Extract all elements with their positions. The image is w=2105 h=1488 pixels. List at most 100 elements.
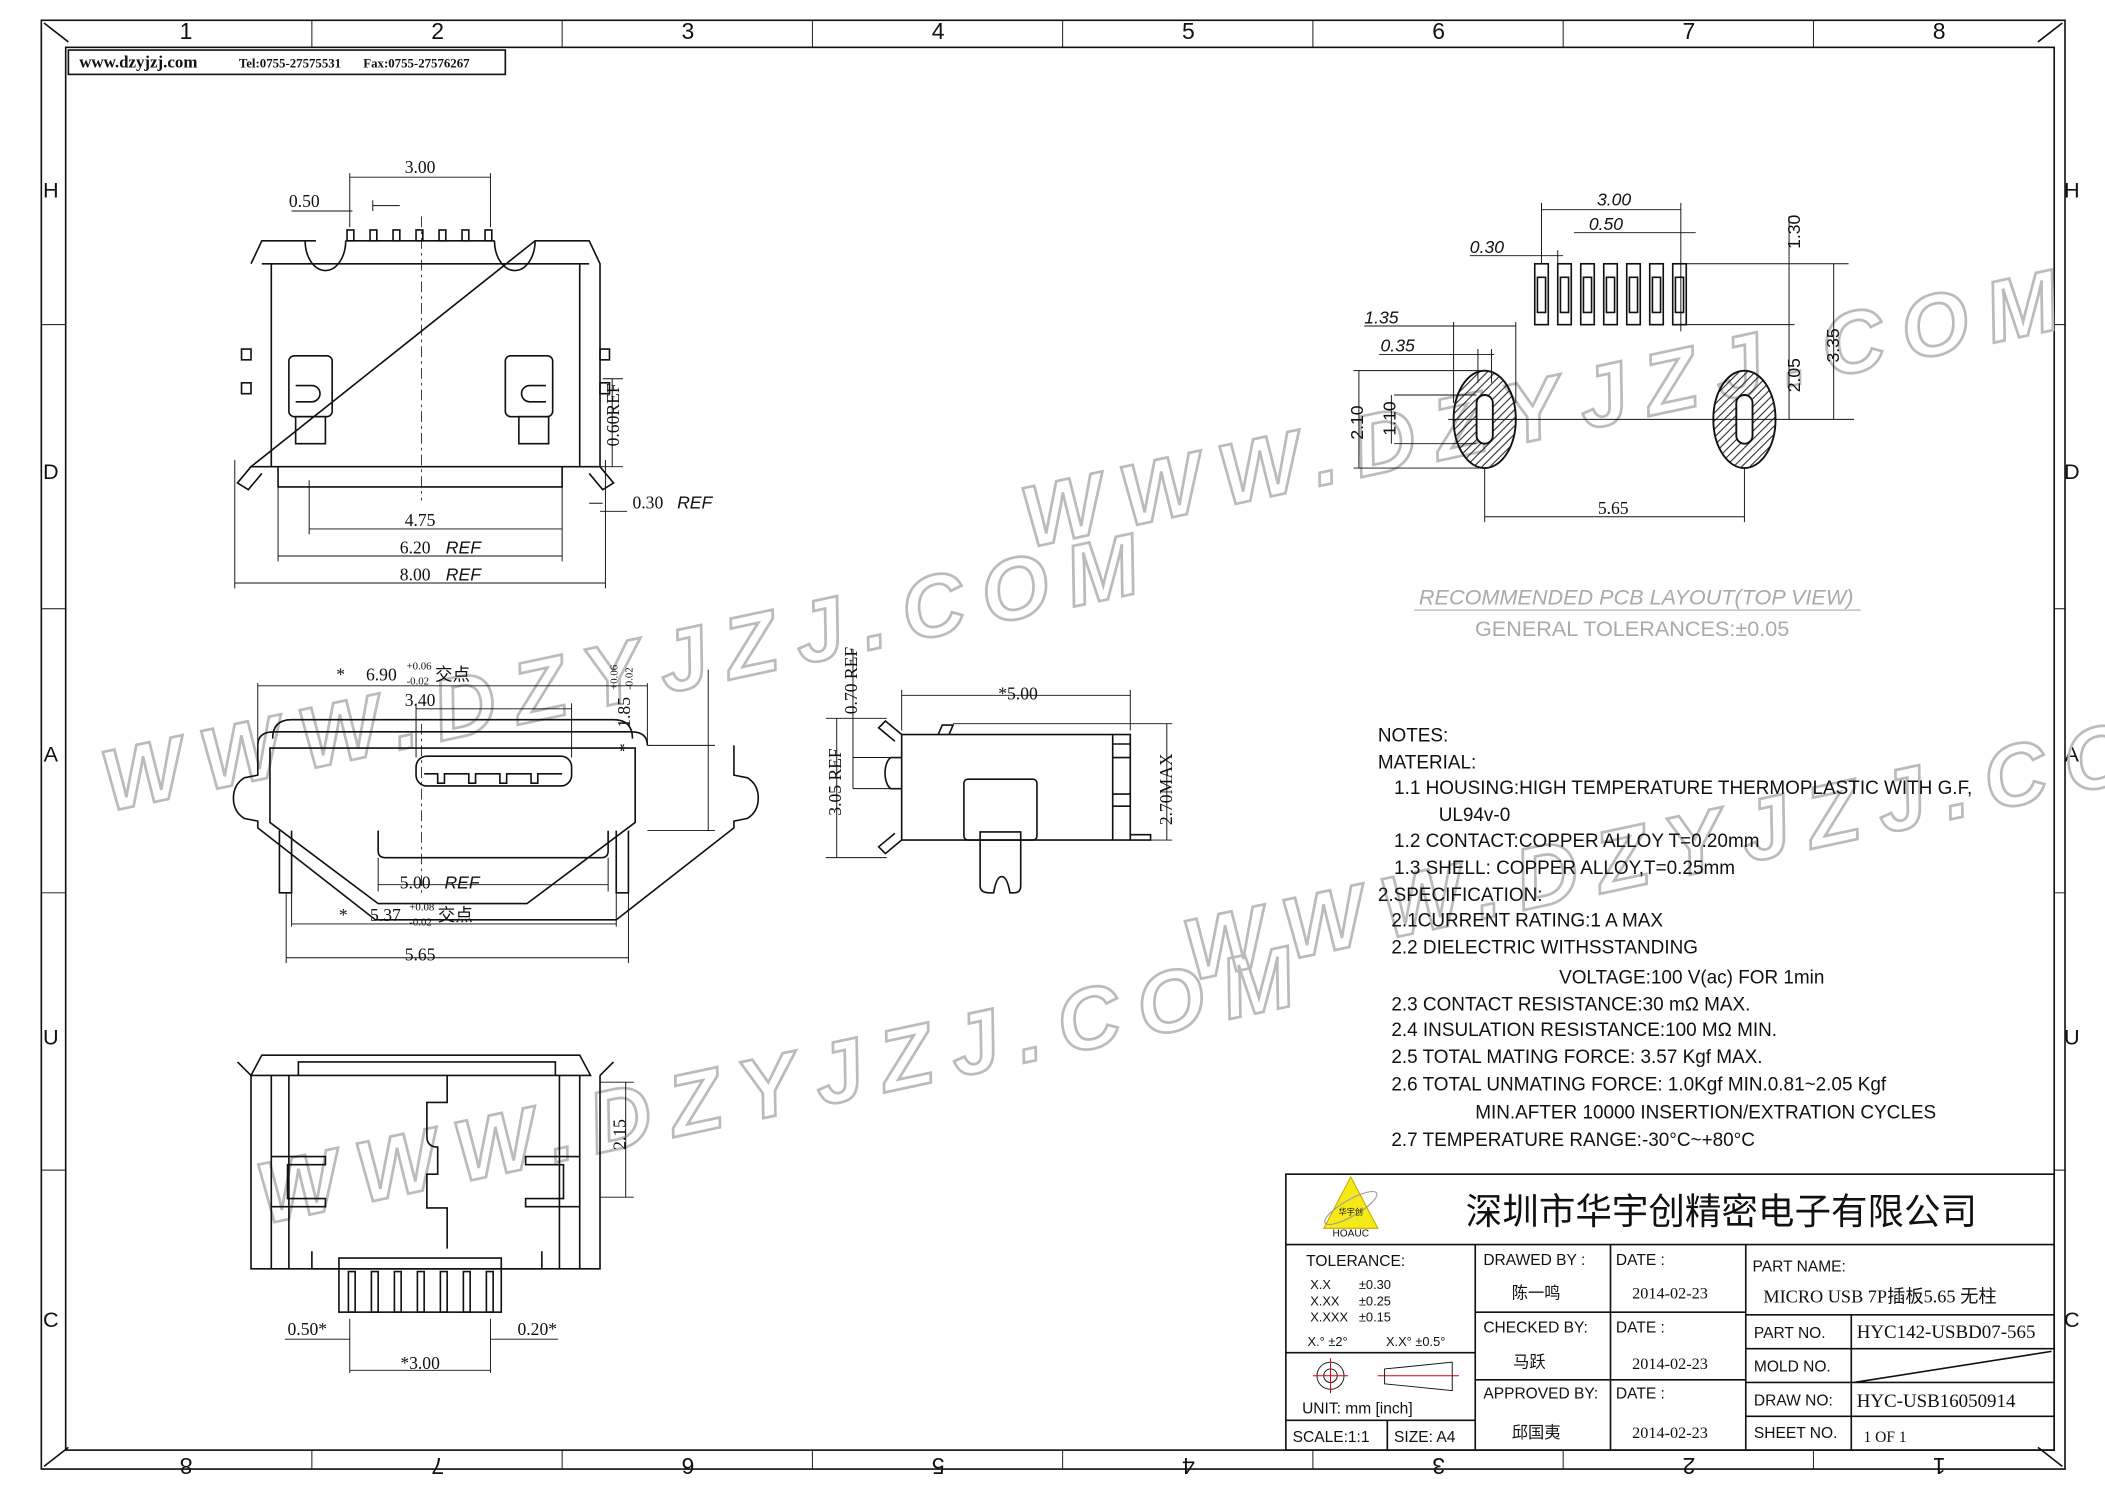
side-view: *5.00 2.70MAX 3.05 REF 0.70 REF <box>825 647 1176 894</box>
ruler-label: 8 <box>1933 18 1946 44</box>
dim-label: 0.30 <box>632 493 663 513</box>
note-line: NOTES: <box>1378 725 1448 746</box>
drawed-by-name: 陈一鸣 <box>1512 1285 1561 1303</box>
dim-label: 4.75 <box>405 510 436 530</box>
dim-label: 2.70MAX <box>1156 753 1176 825</box>
tolerance-label: TOLERANCE: <box>1306 1253 1405 1270</box>
dim-label: 6.90 <box>366 664 397 684</box>
tolerance-format: X.X <box>1310 1277 1331 1292</box>
dim-label: 交点 <box>438 905 473 925</box>
note-line: 2.5 TOTAL MATING FORCE: 3.57 Kgf MAX. <box>1391 1047 1762 1068</box>
dim-label: 2.05 <box>1784 358 1804 392</box>
ruler-label: C <box>43 1307 59 1332</box>
date-checked: 2014-02-23 <box>1632 1355 1708 1373</box>
ruler-label: 4 <box>932 18 945 44</box>
dim-label: 5.65 <box>1598 498 1629 518</box>
date-label: DATE : <box>1616 1386 1665 1403</box>
note-line: 2.6 TOTAL UNMATING FORCE: 1.0Kgf MIN.0.8… <box>1391 1074 1887 1095</box>
ruler-label: U <box>43 1024 59 1049</box>
dim-label: 8.00 <box>400 564 431 584</box>
tol-label: -0.02 <box>407 675 430 687</box>
angle-tolerance: X.X° ±0.5° <box>1386 1334 1445 1349</box>
ruler-label: 5 <box>932 1453 945 1479</box>
website-text: www.dzyjzj.com <box>79 53 197 72</box>
dim-label: 2.15 <box>610 1119 630 1150</box>
tel-text: Tel:0755-27575531 <box>239 57 341 71</box>
dim-label: 0.30 <box>1470 237 1504 257</box>
dim-label: 0.70 REF <box>841 647 861 715</box>
tol-label: -0.02 <box>623 667 635 690</box>
front-view: * 6.90 +0.06 -0.02 交点 3.40 1.85 +0.06 -0… <box>232 661 760 964</box>
note-line: MIN.AFTER 10000 INSERTION/EXTRATION CYCL… <box>1475 1103 1936 1124</box>
header-contact-box: www.dzyjzj.com Tel:0755-27575531 Fax:075… <box>67 49 507 76</box>
company-name: 深圳市华宇创精密电子有限公司 <box>1466 1191 1977 1232</box>
dim-label: 1.10 <box>1379 401 1399 435</box>
approved-by-name: 邱国夷 <box>1512 1424 1561 1442</box>
tol-label: +0.06 <box>609 664 621 690</box>
ruler-label: 2 <box>1683 1453 1696 1479</box>
ruler-label: D <box>2064 459 2080 484</box>
dim-label: 5.37 <box>370 905 401 925</box>
dim-label: 交点 <box>435 664 470 684</box>
sheet-no-label: SHEET NO. <box>1754 1425 1838 1442</box>
size-label: SIZE: A4 <box>1394 1429 1456 1446</box>
dim-label: 1.30 <box>1784 214 1804 248</box>
unit-label: UNIT: mm [inch] <box>1302 1401 1413 1418</box>
dim-label: 0.20* <box>517 1319 557 1339</box>
ruler-label: 4 <box>1182 1453 1195 1479</box>
dim-label: 0.60REF <box>603 383 623 446</box>
dim-label: 3.40 <box>405 690 436 710</box>
dim-label: 1.85 <box>614 697 634 728</box>
ruler-label: 8 <box>180 1453 193 1479</box>
top-view-pins <box>346 229 493 242</box>
dim-label: 1.35 <box>1364 307 1398 327</box>
ruler-label: H <box>2064 177 2080 202</box>
ruler-left: H D A U C <box>43 177 59 1332</box>
ruler-label: H <box>43 177 59 202</box>
dim-label: 6.20 <box>400 537 431 557</box>
ruler-label: 3 <box>1432 1453 1445 1479</box>
drawing-frame <box>40 19 2066 1470</box>
dim-label: * <box>336 664 345 684</box>
ruler-label: 1 <box>180 18 193 44</box>
tolerance-value: ±0.30 <box>1359 1277 1391 1292</box>
draw-no-label: DRAW NO: <box>1754 1392 1833 1409</box>
note-line: 1.1 HOUSING:HIGH TEMPERATURE THERMOPLAST… <box>1394 778 1972 799</box>
ruler-label: A <box>2065 742 2080 767</box>
dim-label: 0.35 <box>1381 336 1415 356</box>
smd-pads <box>1533 262 1688 326</box>
svg-text:华宇创: 华宇创 <box>1339 1207 1363 1217</box>
dim-label: 2.10 <box>1347 405 1367 439</box>
pcb-tolerance: GENERAL TOLERANCES:±0.05 <box>1475 616 1789 641</box>
ruler-top: 1 2 3 4 5 6 7 8 <box>180 18 1946 44</box>
scale-label: SCALE:1:1 <box>1293 1429 1370 1446</box>
ruler-right: H D A U C <box>2064 177 2080 1332</box>
pcb-caption: RECOMMENDED PCB LAYOUT(TOP VIEW) <box>1419 585 1854 610</box>
fax-text: Fax:0755-27576267 <box>363 57 470 71</box>
note-line: 1.3 SHELL: COPPER ALLOY,T=0.25mm <box>1394 858 1735 879</box>
note-line: VOLTAGE:100 V(ac) FOR 1min <box>1559 967 1824 988</box>
dim-label: 0.50 <box>289 191 320 211</box>
draw-no: HYC-USB16050914 <box>1857 1391 2016 1412</box>
date-label: DATE : <box>1616 1252 1665 1269</box>
dim-label: 0.50* <box>288 1319 328 1339</box>
dim-label: 3.00 <box>405 157 436 177</box>
ruler-label: 7 <box>431 1453 444 1479</box>
pcb-layout-view: 3.00 0.50 0.30 1.35 0.35 2.10 1.10 1.30 … <box>1347 190 1861 641</box>
tolerance-value: ±0.25 <box>1359 1293 1391 1308</box>
note-line: MATERIAL: <box>1378 752 1476 773</box>
angle-tolerance: X.° ±2° <box>1307 1334 1347 1349</box>
ruler-label: 2 <box>431 18 444 44</box>
ruler-label: 7 <box>1683 18 1696 44</box>
dim-label: REF <box>446 537 482 557</box>
dim-label: *5.00 <box>998 683 1038 703</box>
projection-symbol-icon <box>1312 1358 1459 1394</box>
dim-label: * <box>615 743 635 752</box>
date-drawn: 2014-02-23 <box>1632 1285 1708 1303</box>
dim-label: REF <box>444 873 480 893</box>
ruler-label: 3 <box>682 18 695 44</box>
dim-label: REF <box>446 564 482 584</box>
ruler-label: 5 <box>1182 18 1195 44</box>
